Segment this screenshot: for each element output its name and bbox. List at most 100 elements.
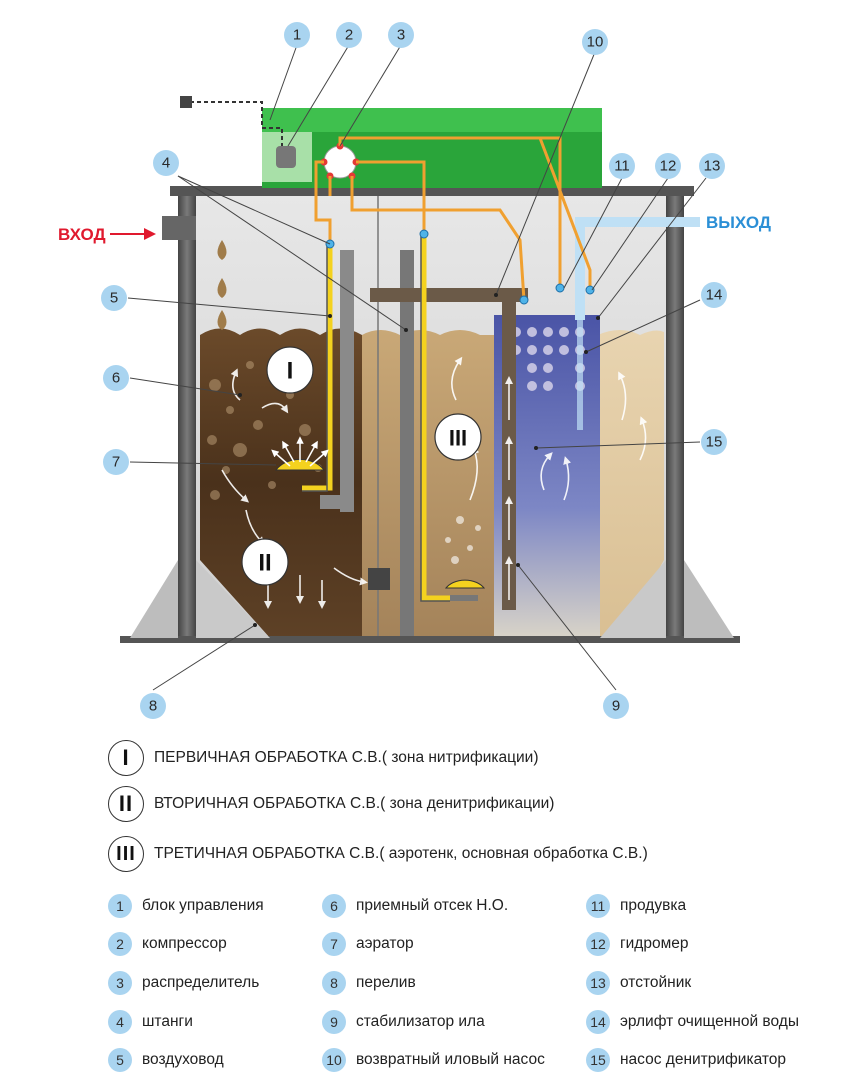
- svg-text:I: I: [287, 358, 294, 385]
- legend-number: 7: [322, 932, 346, 956]
- svg-text:12: 12: [660, 158, 677, 175]
- settling-liquid: [598, 330, 664, 638]
- svg-text:4: 4: [162, 155, 170, 172]
- legend-text: насос денитрификатор: [620, 1051, 787, 1068]
- stage-row-2: II ВТОРИЧНАЯ ОБРАБОТКА С.В.( зона денитр…: [108, 786, 554, 822]
- zone-marker-3: III: [434, 413, 482, 461]
- septic-diagram: ВХОД ВЫХОД: [58, 22, 771, 719]
- zone-marker-2: II: [241, 538, 289, 586]
- callout-13: 13: [699, 153, 725, 179]
- air-lines: [314, 136, 592, 301]
- right-cone: [600, 560, 666, 638]
- svg-text:5: 5: [110, 290, 118, 307]
- compressor: [276, 146, 296, 168]
- pipe-outline: [302, 236, 450, 602]
- right-support: [684, 560, 734, 638]
- power-cable: [190, 101, 283, 146]
- legend-number: 15: [586, 1048, 610, 1072]
- left-wall: [178, 188, 196, 640]
- callout-4: 4: [153, 150, 179, 176]
- control-unit-top: [262, 108, 602, 132]
- leader-dots: [238, 293, 600, 627]
- bubbles: [207, 361, 322, 500]
- legend-number: 3: [108, 971, 132, 995]
- callout-15: 15: [701, 429, 727, 455]
- aeration-bubbles: [445, 516, 481, 564]
- return-pump-top: [370, 288, 528, 302]
- svg-text:10: 10: [587, 34, 604, 51]
- legend-text: гидромер: [620, 935, 689, 952]
- callout-3: 3: [388, 22, 414, 48]
- callout-5: 5: [101, 285, 127, 311]
- legend-text: распределитель: [142, 974, 260, 991]
- overflow-box: [368, 568, 390, 590]
- outlet-label: ВЫХОД: [706, 213, 771, 232]
- callout-6: 6: [103, 365, 129, 391]
- stage-row-3: III ТРЕТИЧНАЯ ОБРАБОТКА С.В.( аэротенк, …: [108, 836, 648, 872]
- stage-numeral: II: [108, 786, 144, 822]
- legend-number: 8: [322, 971, 346, 995]
- legend-number: 5: [108, 1048, 132, 1072]
- aerator-rays: [271, 436, 329, 467]
- legend-text: аэратор: [356, 935, 414, 952]
- callout-10: 10: [582, 29, 608, 55]
- inlet-pipe: [162, 216, 196, 240]
- svg-text:7: 7: [112, 454, 120, 471]
- svg-text:1: 1: [293, 27, 301, 44]
- legend-item-8: 8 перелив: [322, 971, 416, 995]
- legend-text: компрессор: [142, 935, 227, 952]
- sewage-drops: [217, 240, 227, 330]
- svg-text:14: 14: [706, 287, 723, 304]
- left-cone: [196, 560, 270, 638]
- aerotank-wall: [400, 250, 414, 638]
- plug: [180, 96, 192, 108]
- right-wall: [666, 188, 684, 640]
- tank-rim: [170, 186, 694, 196]
- junction-dots: [325, 229, 595, 305]
- aerator-primary: [274, 458, 326, 471]
- svg-text:III: III: [449, 426, 467, 451]
- legend-item-11: 11 продувка: [586, 894, 686, 918]
- legend-text: перелив: [356, 974, 416, 991]
- svg-text:13: 13: [704, 158, 721, 175]
- legend-number: 11: [586, 894, 610, 918]
- callout-1: 1: [284, 22, 310, 48]
- legend-number: 14: [586, 1010, 610, 1034]
- outlet-pipe: [575, 217, 700, 320]
- legend-number: 13: [586, 971, 610, 995]
- stage-text: ВТОРИЧНАЯ ОБРАБОТКА С.В.( зона денитрифи…: [154, 795, 555, 812]
- svg-text:3: 3: [397, 27, 405, 44]
- callout-2: 2: [336, 22, 362, 48]
- stage-row-1: I ПЕРВИЧНАЯ ОБРАБОТКА С.В.( зона нитрифи…: [108, 740, 538, 776]
- legend-item-5: 5 воздуховод: [108, 1048, 224, 1072]
- primary-partition: [340, 250, 354, 512]
- legend-number: 6: [322, 894, 346, 918]
- legend-item-3: 3 распределитель: [108, 971, 259, 995]
- legend-item-6: 6 приемный отсек Н.О.: [322, 894, 508, 918]
- legend-number: 12: [586, 932, 610, 956]
- legend-text: воздуховод: [142, 1051, 224, 1068]
- left-support: [130, 560, 178, 638]
- legend-text: отстойник: [620, 974, 692, 991]
- legend-item-7: 7 аэратор: [322, 932, 414, 956]
- callout-12: 12: [655, 153, 681, 179]
- legend-item-14: 14 эрлифт очищенной воды: [586, 1010, 799, 1034]
- legend-text: эрлифт очищенной воды: [620, 1013, 799, 1030]
- air-pipes: [302, 236, 450, 601]
- callout-9: 9: [603, 693, 629, 719]
- legend-text: штанги: [142, 1013, 193, 1030]
- stage-text: ТРЕТИЧНАЯ ОБРАБОТКА С.В.( аэротенк, осно…: [154, 845, 648, 862]
- svg-text:8: 8: [149, 698, 157, 715]
- tank-base: [120, 636, 740, 643]
- legend-number: 9: [322, 1010, 346, 1034]
- legend-item-13: 13 отстойник: [586, 971, 691, 995]
- legend-number: 4: [108, 1010, 132, 1034]
- legend-text: продувка: [620, 897, 687, 914]
- primary-chamber-liquid: [200, 328, 362, 638]
- legend-text: приемный отсек Н.О.: [356, 897, 509, 914]
- stage-text: ПЕРВИЧНАЯ ОБРАБОТКА С.В.( зона нитрифика…: [154, 749, 539, 766]
